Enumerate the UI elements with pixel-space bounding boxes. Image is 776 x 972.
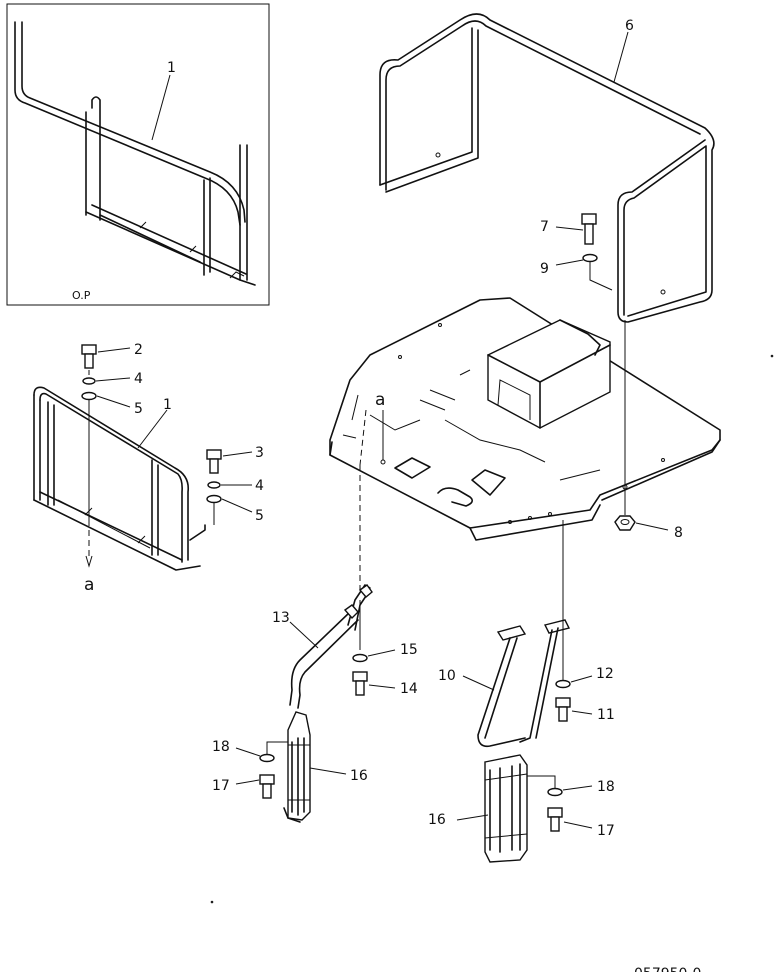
- washer-5: [81, 391, 97, 401]
- callout-11: 11: [597, 707, 615, 723]
- leader-inset-1: [151, 74, 171, 141]
- bolt-3-shank: [209, 458, 219, 474]
- callout-5b: 5: [255, 508, 264, 524]
- callout-inset-1: 1: [167, 60, 176, 76]
- bolt-7-head: [581, 213, 597, 225]
- washer-18a: [259, 753, 275, 763]
- bolt-7-group: [581, 213, 613, 291]
- arrow-a: [85, 555, 93, 568]
- top-guard-rail: [379, 13, 715, 323]
- ref-a-top: a: [375, 390, 385, 410]
- bracket-13: [289, 584, 373, 709]
- bolt-2-head: [81, 344, 97, 355]
- washer-4: [82, 377, 96, 385]
- bolt-7-shank: [584, 223, 594, 245]
- callout-4a: 4: [134, 371, 143, 387]
- washer-4b: [207, 481, 221, 489]
- callout-16b: 16: [428, 812, 446, 828]
- callout-5a: 5: [134, 401, 143, 417]
- bolt-11: [555, 697, 571, 722]
- callout-10: 10: [438, 668, 456, 684]
- left-guard-rail: [33, 386, 206, 571]
- callout-1: 1: [163, 397, 172, 413]
- support-16-right: [484, 754, 528, 863]
- bolt-17a: [259, 774, 275, 799]
- washer-9: [582, 253, 598, 263]
- callout-18a: 18: [212, 739, 230, 755]
- support-16-left: [283, 711, 311, 823]
- nut-8: [614, 515, 636, 531]
- washer-5b: [206, 494, 222, 504]
- inset-caption: O.P: [72, 289, 91, 302]
- bracket-10: [477, 619, 571, 748]
- bolt-14: [352, 671, 368, 696]
- washer-12: [555, 679, 571, 689]
- callout-17a: 17: [212, 778, 230, 794]
- callout-7: 7: [540, 219, 549, 235]
- washer-15: [352, 653, 368, 663]
- inset-op-view: 1 O.P: [6, 3, 270, 306]
- bolt-2-group: [81, 344, 97, 568]
- ref-a-bottom: a: [84, 575, 94, 595]
- callout-12: 12: [596, 666, 614, 682]
- floor-plate: [329, 297, 721, 541]
- bolt-2-shank: [84, 353, 94, 369]
- callout-6: 6: [625, 18, 634, 34]
- callout-14: 14: [400, 681, 418, 697]
- inset-guard-rail: [14, 21, 256, 286]
- callout-16a: 16: [350, 768, 368, 784]
- inset-frame: [6, 3, 270, 306]
- leader-1: [137, 409, 168, 449]
- bolt-3-group: [206, 449, 222, 525]
- callout-13: 13: [272, 610, 290, 626]
- callout-3: 3: [255, 445, 264, 461]
- callout-17b: 17: [597, 823, 615, 839]
- callout-4b: 4: [255, 478, 264, 494]
- washer-18b: [547, 787, 563, 797]
- callout-8: 8: [674, 525, 683, 541]
- bolt-17b: [547, 807, 563, 832]
- callout-15: 15: [400, 642, 418, 658]
- callout-9: 9: [540, 261, 549, 277]
- callout-18b: 18: [597, 779, 615, 795]
- callout-2: 2: [134, 342, 143, 358]
- bolt-3-head: [206, 449, 222, 460]
- drawing-code: 057950-0: [634, 966, 701, 972]
